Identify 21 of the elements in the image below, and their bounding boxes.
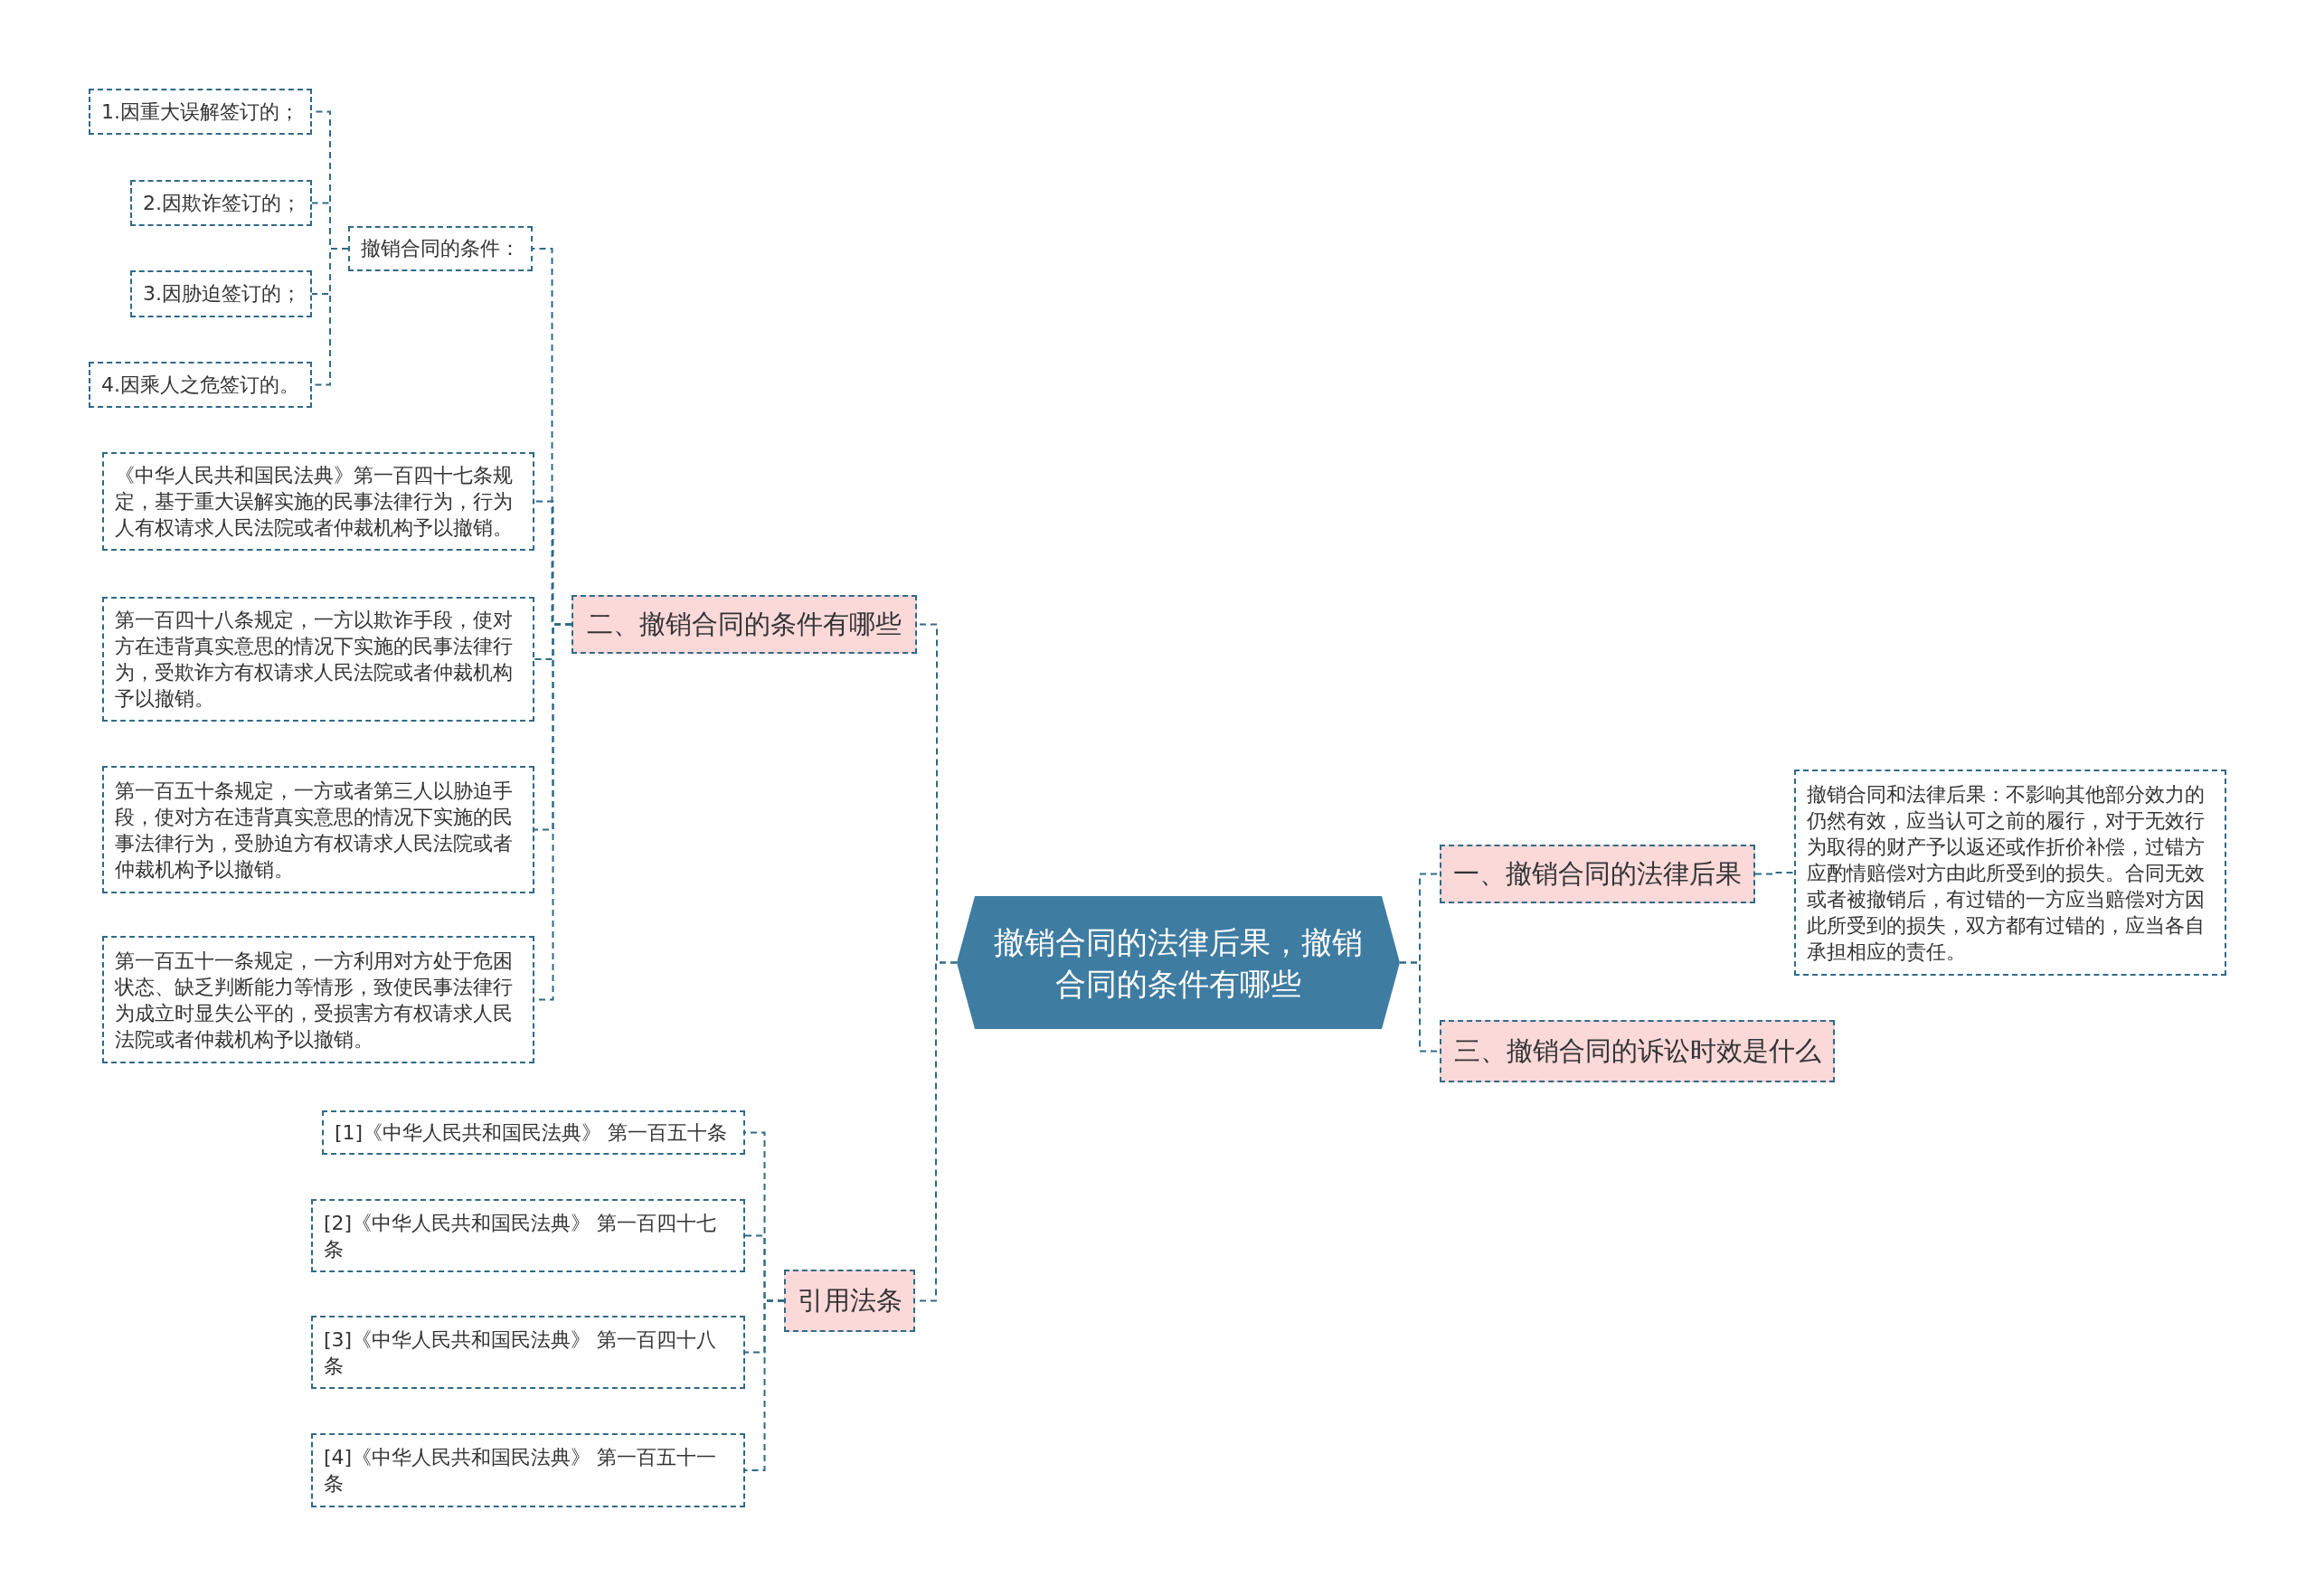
text-box: 第一百四十八条规定，一方以欺诈手段，使对方在违背真实意思的情况下实施的民事法律行为，受欺诈方有权请求人民法院或者仲裁机构予以撤销。 <box>102 597 534 722</box>
text-box: 撤销合同和法律后果：不影响其他部分效力的仍然有效，应当认可之前的履行，对于无效行为取得的财产予以返还或作折价补偿，过错方应酌情赔偿对方由此所受到的损失。合同无效或者被撤销后，有过错的一方应当赔偿对方因此所受到的损失，双方都有过错的，应当各自承担相应的责任。 <box>1794 770 2226 976</box>
text-box: 撤销合同的条件： <box>348 226 533 271</box>
text-box: [3]《中华人民共和国民法典》 第一百四十八条 <box>311 1316 745 1389</box>
connector <box>1754 872 1795 875</box>
text-box: [1]《中华人民共和国民法典》 第一百五十条 <box>322 1110 745 1155</box>
topic-hexagon: 撤销合同的法律后果，撤销合同的条件有哪些 <box>957 896 1400 1029</box>
text-box: 4.因乘人之危签订的。 <box>89 362 312 408</box>
text-box: 第一百五十条规定，一方或者第三人以胁迫手段，使对方在违背真实意思的情况下实施的民事法律行为，受胁迫方有权请求人民法院或者仲裁机构予以撤销。 <box>102 766 534 893</box>
text-box: 《中华人民共和国民法典》第一百四十七条规定，基于重大误解实施的民事法律行为，行为人有权请求人民法院或者仲裁机构予以撤销。 <box>102 452 534 551</box>
topic-box: 一、撤销合同的法律后果 <box>1440 845 1755 903</box>
text-box: 2.因欺诈签订的； <box>130 180 312 226</box>
text-box: 1.因重大误解签订的； <box>89 89 312 135</box>
text-box: [2]《中华人民共和国民法典》 第一百四十七条 <box>311 1199 745 1272</box>
text-box: [4]《中华人民共和国民法典》 第一百五十一条 <box>311 1433 745 1507</box>
topic-box: 引用法条 <box>784 1270 915 1332</box>
topic-box: 三、撤销合同的诉讼时效是什么 <box>1440 1020 1835 1082</box>
connector <box>744 1299 785 1471</box>
text-box: 3.因胁迫签订的； <box>130 270 312 317</box>
text-box: 第一百五十一条规定，一方利用对方处于危困状态、缺乏判断能力等情形，致使民事法律行为成立时显失公平的，受损害方有权请求人民法院或者仲裁机构予以撤销。 <box>102 936 534 1063</box>
topic-box: 二、撤销合同的条件有哪些 <box>572 595 917 654</box>
